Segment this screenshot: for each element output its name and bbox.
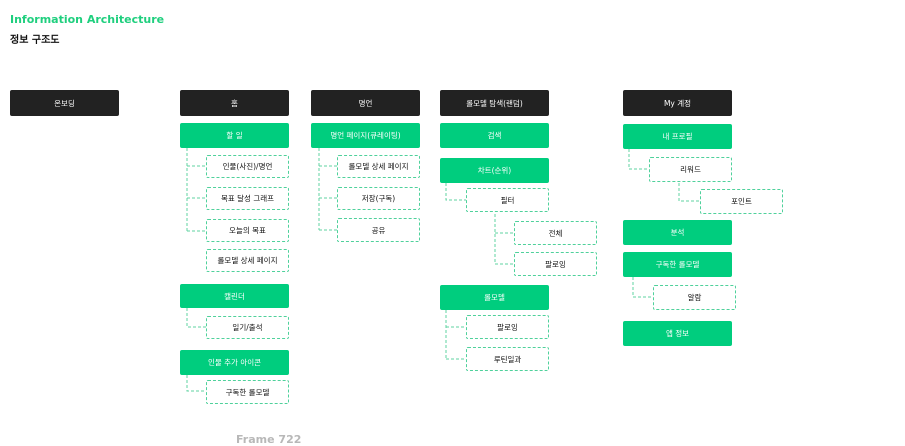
node-explore: 롤모델 탐색(랜덤) xyxy=(440,90,549,116)
node-home-todo-child: 오늘의 목표 xyxy=(206,219,289,242)
node-onboarding: 온보딩 xyxy=(10,90,119,116)
connector-line xyxy=(678,183,700,202)
node-explore-search: 검색 xyxy=(440,123,549,148)
node-account-point: 포인트 xyxy=(700,189,783,214)
node-home: 홈 xyxy=(180,90,289,116)
node-account-analysis: 분석 xyxy=(623,220,732,245)
node-home-todo-child: 롤모델 상세 페이지 xyxy=(206,249,289,272)
node-home-calendar-child: 일기/출석 xyxy=(206,316,289,339)
node-quotes-page-child: 저장(구독) xyxy=(337,187,420,210)
node-explore-chart: 차트(순위) xyxy=(440,158,549,183)
node-account-profile: 내 프로필 xyxy=(623,124,732,149)
node-explore-filter: 필터 xyxy=(466,188,549,212)
node-quotes-page-child: 롤모델 상세 페이지 xyxy=(337,155,420,178)
node-account-alarm: 알람 xyxy=(653,285,736,310)
connector-line xyxy=(186,375,206,392)
node-explore-filter-child: 팔로잉 xyxy=(514,252,597,276)
page-subtitle: 정보 구조도 xyxy=(10,35,60,46)
node-explore-rolemodel: 롤모델 xyxy=(440,285,549,310)
node-quotes: 명언 xyxy=(311,90,420,116)
node-account-subscribed: 구독한 롤모델 xyxy=(623,252,732,277)
frame-label: Frame 722 xyxy=(236,433,302,446)
page-title: Information Architecture xyxy=(10,13,165,26)
node-explore-rolemodel-child: 루틴일과 xyxy=(466,347,549,371)
node-home-todo: 할 일 xyxy=(180,123,289,148)
connector-line xyxy=(628,149,649,170)
node-quotes-page-child: 공유 xyxy=(337,218,420,242)
node-home-calendar: 캘린더 xyxy=(180,284,289,308)
connector-line xyxy=(632,277,653,298)
node-account-reward: 리워드 xyxy=(649,157,732,182)
node-home-add-person: 인물 추가 아이콘 xyxy=(180,350,289,375)
node-home-todo-child: 인물(사진)/명언 xyxy=(206,155,289,178)
node-home-add-person-child: 구독한 롤모델 xyxy=(206,380,289,404)
connector-line xyxy=(186,308,206,328)
node-account: My 계정 xyxy=(623,90,732,116)
node-explore-filter-child: 전체 xyxy=(514,221,597,245)
node-home-todo-child: 목표 달성 그래프 xyxy=(206,187,289,210)
connector-line xyxy=(445,183,466,201)
node-explore-rolemodel-child: 팔로잉 xyxy=(466,315,549,339)
node-quotes-page: 명언 페이지(큐레이팅) xyxy=(311,123,420,148)
node-account-app-info: 앱 정보 xyxy=(623,321,732,346)
